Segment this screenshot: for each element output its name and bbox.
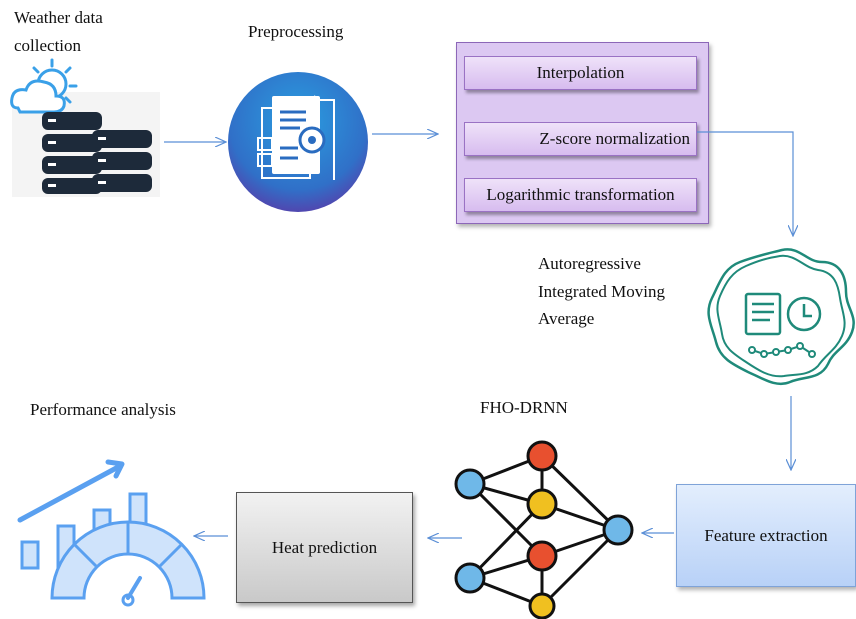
neural-network-icon [454,440,634,619]
heat-prediction-label: Heat prediction [271,537,378,557]
arrow-steps-to-arima [697,131,793,236]
step-zscore: Z-score normalization [464,122,697,156]
performance-label: Performance analysis [30,400,176,419]
heat-prediction-box: Heat prediction [236,492,413,603]
cloud-sun-icon [10,58,78,114]
gauge-chart-icon [17,459,206,607]
preprocessing-label: Preprocessing [248,22,344,41]
arima-label-line1: Autoregressive [538,254,641,273]
document-gear-icon [228,72,368,212]
feature-extraction-box: Feature extraction [676,484,856,587]
step-interpolation: Interpolation [464,56,697,90]
feature-extraction-label: Feature extraction [704,525,828,545]
step-log-transform: Logarithmic transformation [464,178,697,212]
clock-document-icon [707,248,855,386]
fho-drnn-label: FHO-DRNN [480,398,568,417]
arima-label-line2: Integrated Moving [538,282,665,301]
arima-label-line3: Average [538,309,595,328]
weather-label-line2: collection [14,36,82,55]
weather-database-icon [10,58,160,197]
weather-label-line1: Weather data [14,8,103,27]
database-icon [42,112,152,194]
